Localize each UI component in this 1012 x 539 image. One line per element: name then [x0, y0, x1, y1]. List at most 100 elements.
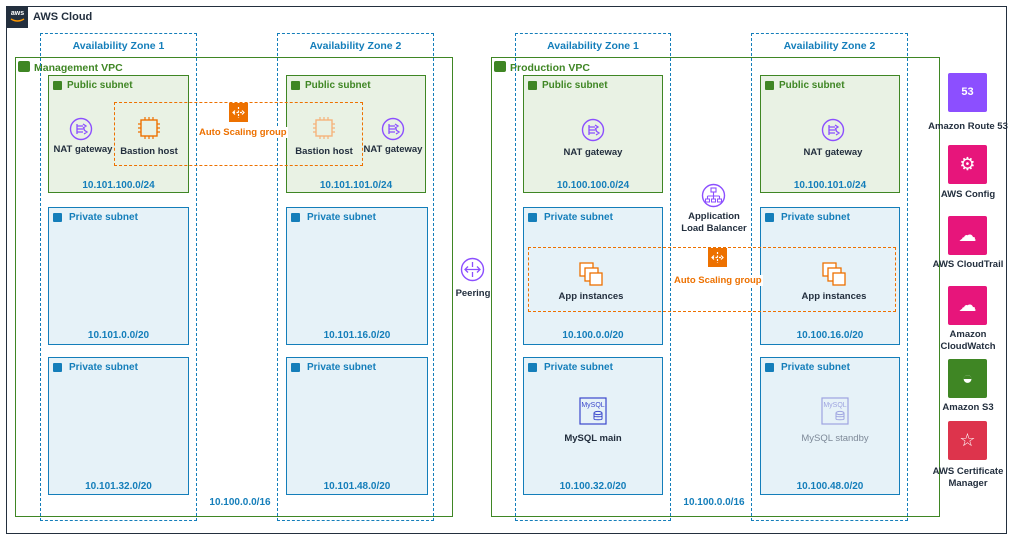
nat-gateway-label: NAT gateway: [803, 147, 863, 158]
rds-mysql-icon: MySQL: [579, 397, 607, 425]
service-label: AWS CloudTrail: [932, 259, 1004, 270]
nat-gateway-icon: [381, 117, 405, 141]
subnet-title: Private subnet: [307, 362, 376, 373]
mysql-main-label: MySQL main: [564, 433, 622, 444]
service-label: Amazon CloudWatch: [940, 329, 996, 352]
subnet-title: Public subnet: [305, 80, 371, 91]
mgmt-private-subnet-1a-cidr: 10.101.0.0/20: [87, 330, 150, 341]
subnet-title: Public subnet: [542, 80, 608, 91]
prod-public-subnet-2-cidr: 10.100.101.0/24: [793, 180, 867, 191]
app-asg-label: Auto Scaling group: [673, 275, 763, 286]
service-label: AWS Certificate Manager: [932, 466, 1004, 489]
service-label: Amazon Route 53: [928, 121, 1008, 132]
service-label: Amazon S3: [942, 402, 994, 413]
service-label: AWS Config: [940, 189, 996, 200]
prod-private-subnet-2b-cidr: 10.100.48.0/20: [796, 481, 864, 492]
mgmt-private-subnet-2a-cidr: 10.101.16.0/20: [323, 330, 391, 341]
lock-icon: [528, 363, 537, 372]
bastion-host-label: Bastion host: [120, 146, 178, 157]
prod-public-subnet-1-cidr: 10.100.100.0/24: [556, 180, 630, 191]
lock-icon: [765, 213, 774, 222]
lock-icon: [291, 213, 300, 222]
subnet-title: Private subnet: [544, 212, 613, 223]
prod-az2-title: Availability Zone 2: [783, 40, 876, 52]
config-icon: ⚙: [948, 145, 987, 184]
nat-gateway-icon: [581, 118, 605, 142]
cloudtrail-icon: ☁: [948, 216, 987, 255]
auto-scaling-icon: [229, 103, 248, 122]
lock-icon: [53, 213, 62, 222]
subnet-title: Private subnet: [781, 362, 850, 373]
nat-gateway-icon: [821, 118, 845, 142]
management-vpc-cidr: 10.100.0.0/16: [209, 497, 271, 508]
nat-gateway-label: NAT gateway: [53, 144, 113, 155]
mysql-icon-text: MySQL: [823, 402, 846, 409]
subnet-title: Private subnet: [307, 212, 376, 223]
lock-icon: [528, 213, 537, 222]
lock-icon: [765, 363, 774, 372]
subnet-title: Private subnet: [544, 362, 613, 373]
mgmt-public-subnet-1: Public subnet: [48, 75, 189, 193]
lock-icon: [528, 81, 537, 90]
mgmt-az1-title: Availability Zone 1: [72, 40, 165, 52]
mgmt-private-subnet-1a: Private subnet: [48, 207, 189, 345]
mgmt-az2-title: Availability Zone 2: [309, 40, 402, 52]
bastion-asg-label: Auto Scaling group: [198, 127, 288, 138]
mgmt-availability-zone-2: [277, 33, 434, 521]
prod-az1-title: Availability Zone 1: [547, 40, 639, 52]
vpc-icon: [18, 61, 30, 72]
subnet-title: Private subnet: [69, 212, 138, 223]
lock-icon: [765, 81, 774, 90]
mgmt-availability-zone-1: [40, 33, 197, 521]
route53-icon: 53: [948, 73, 987, 112]
lock-icon: [291, 363, 300, 372]
s3-icon: ◒: [948, 359, 987, 398]
lock-icon: [291, 81, 300, 90]
alb-label: Application Load Balancer: [681, 211, 747, 234]
prod-public-subnet-2: Public subnet: [760, 75, 900, 193]
app-instances-label: App instances: [558, 291, 624, 302]
mgmt-private-subnet-2b: Private subnet: [286, 357, 428, 495]
prod-private-subnet-1a-cidr: 10.100.0.0/20: [562, 330, 624, 341]
ec2-instances-icon: [579, 262, 603, 286]
vpc-peering-icon: [460, 257, 485, 282]
nat-gateway-label: NAT gateway: [363, 144, 423, 155]
lock-icon: [53, 363, 62, 372]
aws-logo-icon: aws: [7, 7, 28, 28]
mysql-standby-label: MySQL standby: [801, 433, 869, 444]
aws-cloud-title: AWS Cloud: [33, 11, 93, 23]
nat-gateway-label: NAT gateway: [563, 147, 623, 158]
ec2-instance-icon: [138, 117, 160, 139]
prod-public-subnet-1: Public subnet: [523, 75, 663, 193]
prod-private-subnet-2a: Private subnet: [760, 207, 900, 345]
subnet-title: Public subnet: [67, 80, 133, 91]
mgmt-private-subnet-1b: Private subnet: [48, 357, 189, 495]
ec2-instance-icon: [313, 117, 335, 139]
bastion-host-label: Bastion host: [295, 146, 353, 157]
management-vpc: [15, 57, 453, 517]
lock-icon: [53, 81, 62, 90]
aws-smile-icon: [10, 18, 25, 22]
production-vpc: [491, 57, 940, 517]
mgmt-private-subnet-2b-cidr: 10.101.48.0/20: [323, 481, 391, 492]
subnet-title: Private subnet: [781, 212, 850, 223]
application-load-balancer-icon: [701, 183, 726, 208]
prod-private-subnet-2a-cidr: 10.100.16.0/20: [796, 330, 864, 341]
auto-scaling-icon: [708, 248, 727, 267]
ec2-instances-icon: [822, 262, 846, 286]
app-auto-scaling-group: [528, 247, 896, 312]
cloudwatch-icon: ☁: [948, 286, 987, 325]
prod-private-subnet-1b-cidr: 10.100.32.0/20: [559, 481, 627, 492]
mysql-icon-text: MySQL: [581, 402, 604, 409]
bastion-auto-scaling-group: [114, 102, 363, 166]
peering-label: Peering: [455, 288, 491, 299]
nat-gateway-icon: [69, 117, 93, 141]
mgmt-public-subnet-1-cidr: 10.101.100.0/24: [82, 180, 155, 191]
subnet-title: Private subnet: [69, 362, 138, 373]
production-vpc-cidr: 10.100.0.0/16: [683, 497, 745, 508]
mgmt-public-subnet-2-cidr: 10.101.101.0/24: [319, 180, 393, 191]
prod-availability-zone-1: [515, 33, 671, 521]
prod-private-subnet-2b: Private subnet: [760, 357, 900, 495]
subnet-title: Public subnet: [779, 80, 845, 91]
vpc-icon: [494, 61, 506, 72]
